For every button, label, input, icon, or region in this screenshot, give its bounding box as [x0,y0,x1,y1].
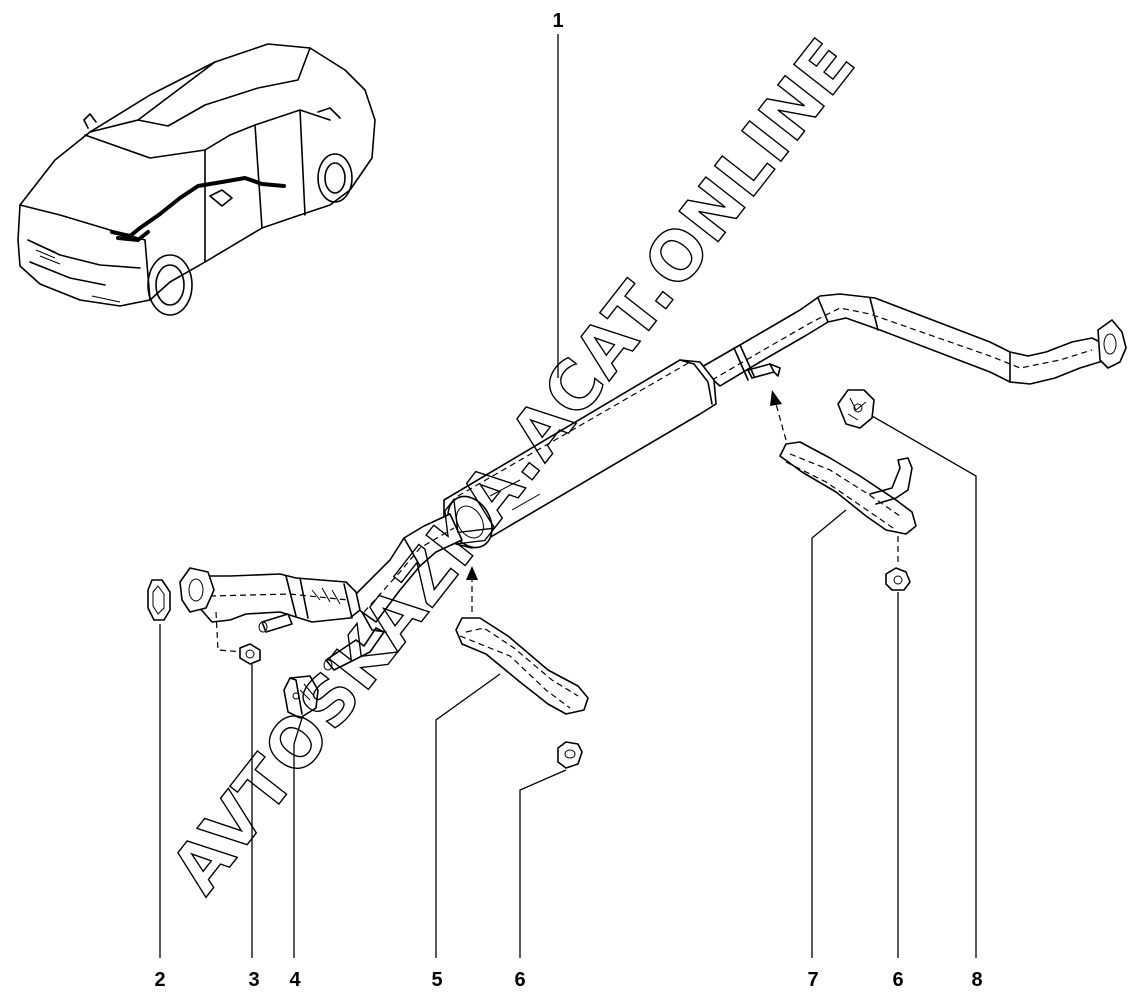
gasket-part [147,579,171,621]
callout-muffler-assembly: 1 [552,10,563,32]
shield-nut-right-part [885,567,911,591]
callout-front-heat-shield: 5 [431,969,442,991]
callout-labels: 1 2 3 4 5 6 7 6 8 [154,10,982,991]
callout-shield-nut-left: 6 [514,969,525,991]
watermark: AVTOSKAZKA.ACAT.ONLINE [156,23,872,908]
callout-shield-nut-right: 6 [892,969,903,991]
callout-rear-heat-shield: 7 [807,969,818,991]
rear-rubber-mount-part [837,389,875,429]
rubber-mount-part [283,675,319,719]
nut-part [215,611,261,665]
callout-gasket: 2 [154,969,165,991]
front-heat-shield-part [455,566,589,715]
watermark-text: AVTOSKAZKA.ACAT.ONLINE [157,24,872,908]
rear-heat-shield-part [770,390,917,562]
exhaust-system-icon [179,293,1127,671]
callout-nut: 3 [248,969,259,991]
leader-lines [159,34,977,958]
callout-rear-rubber-mount: 8 [971,969,982,991]
car-outline-icon [17,43,376,316]
shield-nut-left-part [557,741,583,769]
callout-rubber-mount: 4 [289,969,301,991]
